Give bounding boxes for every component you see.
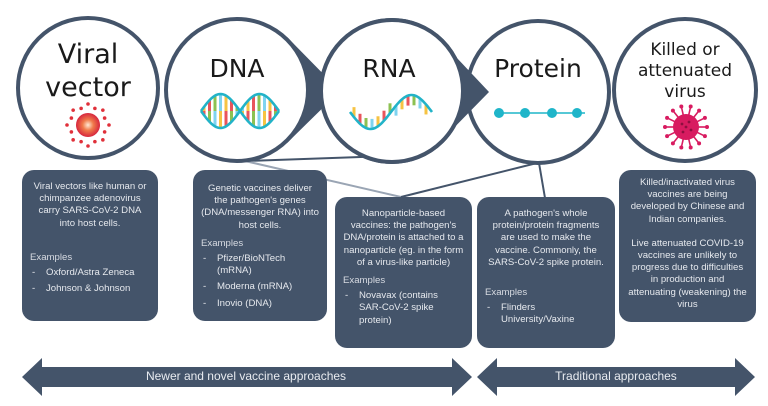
example-item: Inovio (DNA) [201,298,319,310]
killed-description: Killed/inactivated virus vaccines are be… [630,177,745,225]
connector-protein-to-nanoparticle [400,162,538,198]
dna-examples-label: Examples [201,237,244,249]
example-item: Pfizer/BioNTech (mRNA) [201,253,319,277]
coronavirus-icon [663,104,709,150]
rna-strand-icon [348,93,434,131]
dna-title: DNA [209,54,264,83]
traditional-approaches-label: Traditional approaches [555,369,677,383]
circle-viral-vector: Viral vector [16,16,160,160]
rna-title: RNA [362,54,415,83]
example-item: Oxford/Astra Zeneca [30,267,150,279]
protein-box: A pathogen's whole protein/protein fragm… [477,197,615,348]
connector-protein-to-protein-box [538,162,546,199]
nanoparticle-box: Nanoparticle-based vaccines: the pathoge… [335,197,472,348]
circle-dna: DNA [164,17,310,163]
protein-examples: Flinders University/Vaxine [485,302,607,326]
example-item: Johnson & Johnson [30,283,150,295]
circle-killed-attenuated: Killed or attenuated virus [612,17,758,163]
example-item: Novavax (contains SAR-CoV-2 spike protei… [343,290,464,327]
traditional-approaches-arrow [477,358,755,396]
dna-examples: Pfizer/BioNTech (mRNA) Moderna (mRNA) In… [201,253,319,310]
killed-title-line-3: virus [664,82,706,102]
protein-description: A pathogen's whole protein/protein fragm… [488,208,604,268]
newer-approaches-label: Newer and novel vaccine approaches [145,369,347,383]
example-item: Moderna (mRNA) [201,281,319,293]
protein-title: Protein [494,54,582,83]
killed-title-line-2: attenuated [638,61,732,81]
circle-protein-content: Protein [494,54,585,118]
viral-vector-description: Viral vectors like human or chimpanzee a… [33,181,147,229]
dna-helix-icon [199,92,281,130]
viral-vector-examples: Oxford/Astra Zeneca Johnson & Johnson [30,267,150,296]
viral-vector-box: Viral vectors like human or chimpanzee a… [22,170,158,321]
circle-rna-content: RNA [319,18,465,164]
dna-description: Genetic vaccines deliver the pathogen's … [201,183,319,231]
protein-chain-icon [494,108,585,118]
example-item: Flinders University/Vaxine [485,302,607,326]
viral-vector-title-line-2: vector [45,72,132,103]
virus-icon [65,102,111,148]
dna-box: Genetic vaccines deliver the pathogen's … [193,170,327,321]
nanoparticle-examples: Novavax (contains SAR-CoV-2 spike protei… [343,290,464,327]
protein-examples-label: Examples [485,287,528,299]
viral-vector-examples-label: Examples [30,251,73,263]
attenuated-description: Live attenuated COVID-19 vaccines are un… [628,237,747,310]
nanoparticle-description: Nanoparticle-based vaccines: the pathoge… [343,208,464,268]
viral-vector-title-line-1: Viral [58,39,119,70]
killed-title-line-1: Killed or [650,40,719,60]
newer-approaches-arrow [22,358,472,396]
killed-attenuated-box: Killed/inactivated virus vaccines are be… [619,170,756,322]
nanoparticle-examples-label: Examples [343,275,386,287]
